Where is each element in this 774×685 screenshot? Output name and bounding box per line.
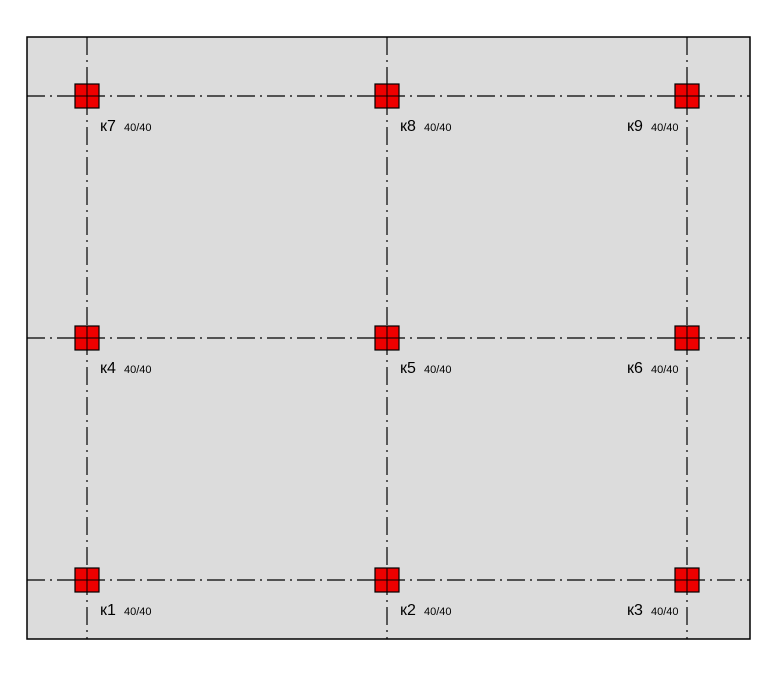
- column-id-label: к1: [100, 602, 116, 619]
- column-marker: к5 40/40: [374, 325, 452, 377]
- columns-group: к7 40/40 к8 40/40 к9 40/40 к4 40/40 к5 40/40 к6 40/…: [74, 83, 700, 619]
- column-size-label: 40/40: [651, 606, 679, 618]
- column-id-label: к7: [100, 118, 116, 135]
- column-id-label: к5: [400, 360, 416, 377]
- column-size-label: 40/40: [651, 364, 679, 376]
- column-marker: к1 40/40: [74, 567, 152, 619]
- column-id-label: к6: [627, 360, 643, 377]
- column-marker: к3 40/40: [627, 567, 700, 619]
- column-id-label: к9: [627, 118, 643, 135]
- column-marker: к8 40/40: [374, 83, 452, 135]
- column-id-label: к3: [627, 602, 643, 619]
- column-marker: к4 40/40: [74, 325, 152, 377]
- column-size-label: 40/40: [651, 122, 679, 134]
- column-id-label: к4: [100, 360, 116, 377]
- column-size-label: 40/40: [424, 606, 452, 618]
- column-size-label: 40/40: [424, 364, 452, 376]
- column-size-label: 40/40: [124, 122, 152, 134]
- column-marker: к2 40/40: [374, 567, 452, 619]
- column-id-label: к8: [400, 118, 416, 135]
- column-size-label: 40/40: [124, 606, 152, 618]
- column-size-label: 40/40: [424, 122, 452, 134]
- column-marker: к7 40/40: [74, 83, 152, 135]
- column-size-label: 40/40: [124, 364, 152, 376]
- column-marker: к9 40/40: [627, 83, 700, 135]
- column-id-label: к2: [400, 602, 416, 619]
- column-marker: к6 40/40: [627, 325, 700, 377]
